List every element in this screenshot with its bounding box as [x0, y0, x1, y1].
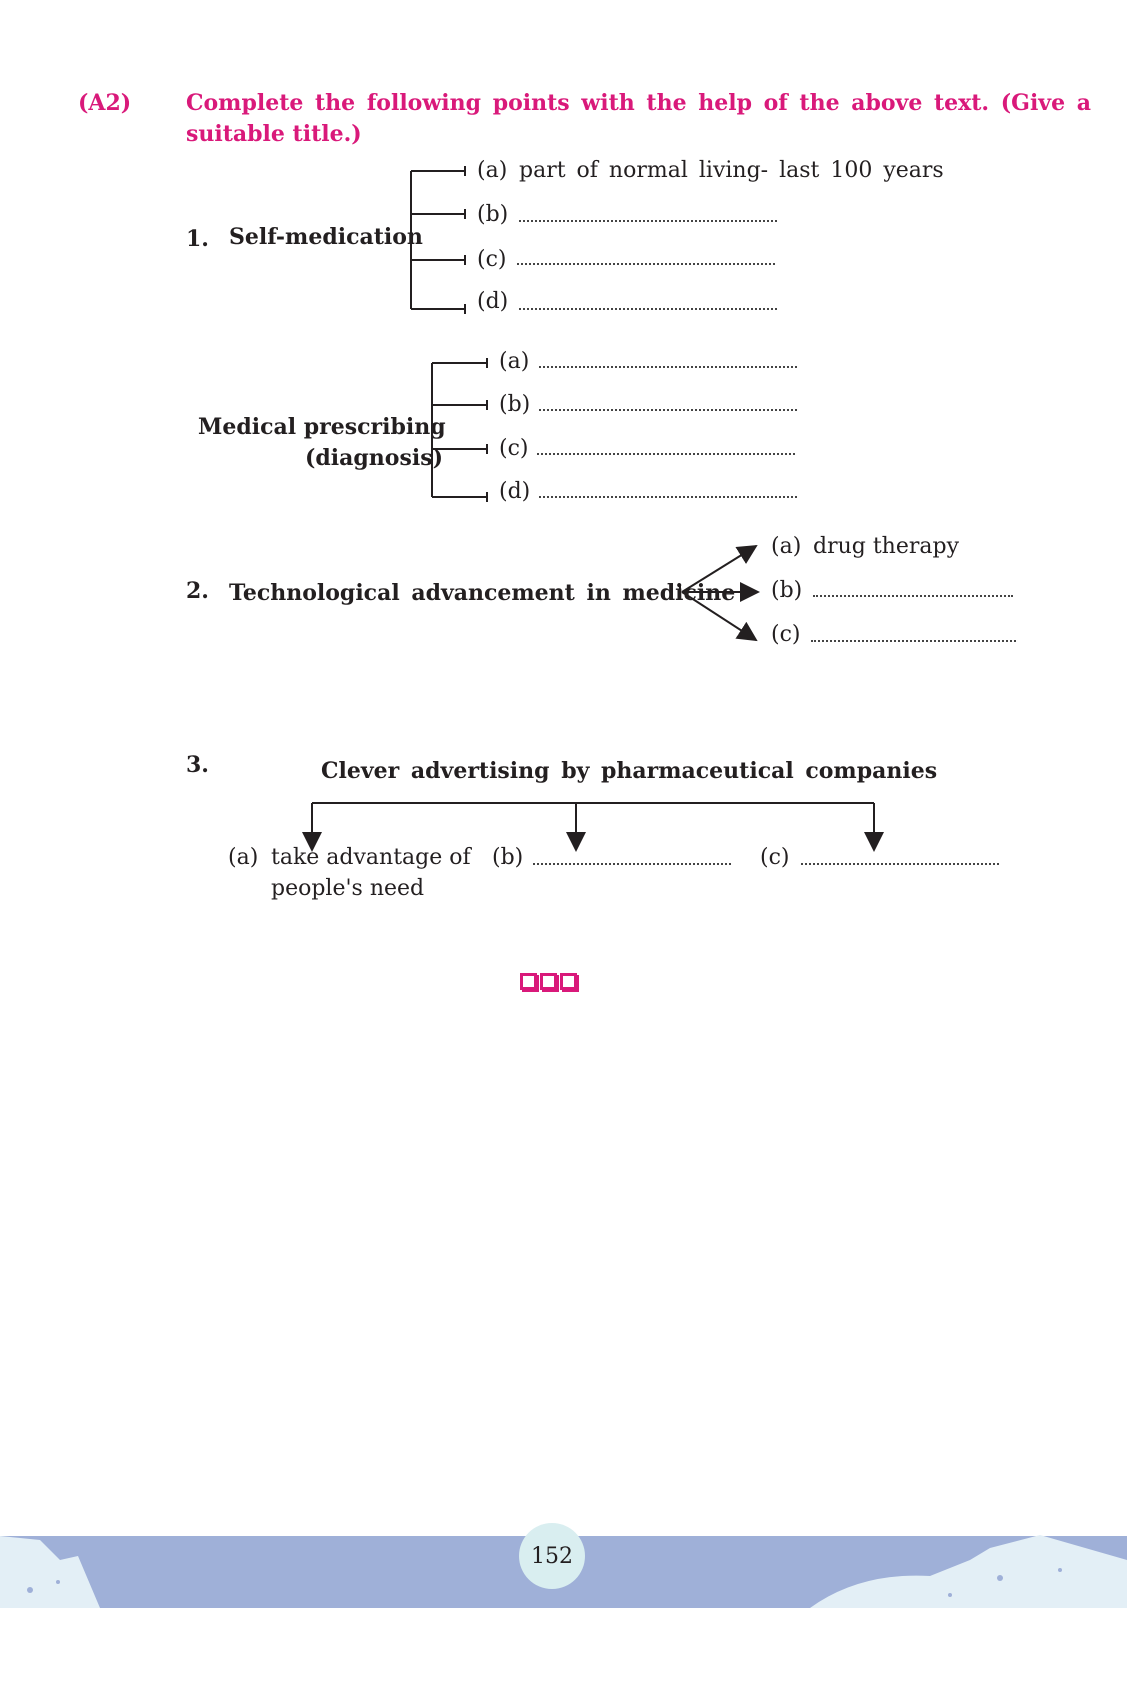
q1-item-a-text: part of normal living- last 100 years — [519, 158, 944, 183]
q3-item-c-letter: (c) — [760, 845, 790, 870]
q1-item-d-blank[interactable] — [519, 308, 777, 310]
q1-item-a-letter: (a) — [477, 158, 508, 183]
end-box-icon — [520, 973, 537, 990]
q1-number: 1. — [186, 226, 209, 252]
end-mark: ❑❑❑ — [520, 973, 580, 994]
q1b-item-c-letter: (c) — [499, 436, 529, 461]
exercise-instruction: Complete the following points with the h… — [186, 90, 1091, 116]
q1-item-c-blank[interactable] — [517, 263, 775, 265]
q2-item-b-letter: (b) — [771, 578, 803, 603]
q1b-item-c-blank[interactable] — [537, 453, 795, 455]
q2-title: Technological advancement in medicine — [229, 580, 736, 606]
q3-number: 3. — [186, 752, 209, 778]
q1b-title: Medical prescribing — [198, 414, 446, 440]
end-box-icon — [560, 973, 577, 990]
exercise-instruction-cont: suitable title.) — [186, 121, 362, 147]
q1b-item-a-letter: (a) — [499, 349, 530, 374]
q1b-title-cont: (diagnosis) — [305, 445, 443, 471]
q3-item-a-text: take advantage of — [271, 845, 471, 870]
q3-item-b-blank[interactable] — [533, 863, 731, 865]
q1b-item-d-letter: (d) — [499, 479, 531, 504]
q3-item-b-letter: (b) — [492, 845, 524, 870]
q2-item-a-letter: (a) — [771, 534, 802, 559]
q3-item-c-blank[interactable] — [801, 863, 999, 865]
q1b-item-b-letter: (b) — [499, 392, 531, 417]
exercise-label: (A2) — [78, 90, 132, 116]
q1-title: Self-medication — [229, 224, 423, 250]
q1-item-d-letter: (d) — [477, 289, 509, 314]
q2-item-b-blank[interactable] — [813, 595, 1013, 597]
q1b-item-d-blank[interactable] — [539, 496, 797, 498]
end-box-icon — [540, 973, 557, 990]
q2-item-c-blank[interactable] — [811, 640, 1016, 642]
q3-title: Clever advertising by pharmaceutical com… — [321, 758, 938, 784]
q1b-item-b-blank[interactable] — [539, 409, 797, 411]
q1b-item-a-blank[interactable] — [539, 366, 797, 368]
q2-item-a-text: drug therapy — [813, 534, 960, 559]
q1-item-b-blank[interactable] — [519, 220, 777, 222]
q1-item-b-letter: (b) — [477, 202, 509, 227]
q2-item-c-letter: (c) — [771, 622, 801, 647]
page-number: 152 — [519, 1523, 585, 1589]
q1-item-c-letter: (c) — [477, 247, 507, 272]
q3-item-a-letter: (a) — [228, 845, 259, 870]
q2-number: 2. — [186, 578, 209, 604]
q3-item-a-text-cont: people's need — [271, 876, 425, 901]
